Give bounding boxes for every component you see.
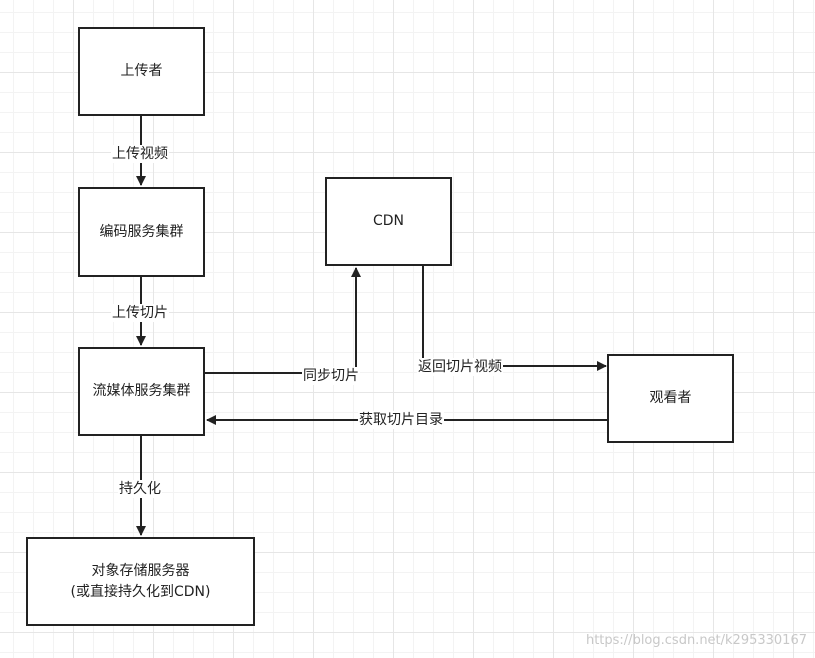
cdn-node: CDN: [325, 177, 452, 266]
object-storage-note: (或直接持久化到CDN): [70, 583, 211, 600]
return-slice-video-label: 返回切片视频: [417, 358, 503, 376]
object-storage-node: 对象存储服务器 (或直接持久化到CDN): [26, 537, 255, 626]
uploader-label: 上传者: [120, 63, 163, 79]
uploader-node: 上传者: [78, 27, 205, 116]
upload-slices-label: 上传切片: [111, 304, 169, 322]
upload-video-label: 上传视频: [111, 145, 169, 163]
object-storage-label: 对象存储服务器: [91, 562, 190, 579]
edge-return-slice-video: [422, 265, 607, 371]
persist-label: 持久化: [118, 480, 162, 498]
encoder-cluster-label: 编码服务集群: [99, 223, 184, 240]
streaming-cluster-node: 流媒体服务集群: [78, 347, 205, 436]
viewer-label: 观看者: [649, 390, 692, 406]
viewer-node: 观看者: [607, 354, 734, 443]
encoder-cluster-node: 编码服务集群: [78, 187, 205, 277]
sync-slices-label: 同步切片: [302, 367, 360, 385]
cdn-label: CDN: [372, 213, 405, 229]
edge-sync-slices: [204, 267, 361, 374]
streaming-cluster-label: 流媒体服务集群: [92, 383, 191, 399]
get-slice-catalog-label: 获取切片目录: [358, 411, 444, 429]
watermark: https://blog.csdn.net/k295330167: [585, 633, 807, 648]
